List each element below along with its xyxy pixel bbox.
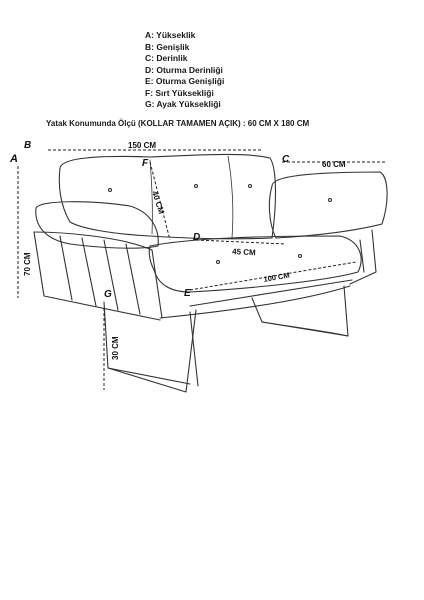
seat-depth-line <box>195 239 287 245</box>
marker-e: E <box>184 288 191 299</box>
bed-position-note: Yatak Konumunda Ölçü (KOLLAR TAMAMEN AÇI… <box>46 119 310 128</box>
marker-c: C <box>282 154 290 165</box>
marker-b: B <box>24 140 31 151</box>
marker-d: D <box>193 232 200 243</box>
height-value: 70 CM <box>23 252 32 276</box>
leg-height-value: 30 CM <box>111 336 120 360</box>
legend-item-leg-height: G: Ayak Yüksekliği <box>145 99 221 109</box>
width-value: 150 CM <box>128 141 156 150</box>
back-height-line <box>149 161 171 241</box>
dimension-lines <box>17 149 386 390</box>
dimension-legend: A: Yükseklik B: Genişlik C: Derinlik D: … <box>145 30 224 111</box>
legend-item-width: B: Genişlik <box>145 41 190 52</box>
marker-g: G <box>104 289 112 300</box>
legend-item-height: A: Yükseklik <box>145 30 196 40</box>
marker-f: F <box>142 158 149 169</box>
seat-width-line <box>189 261 357 291</box>
seat-width-value: 100 CM <box>263 271 290 284</box>
legend-item-seat-depth: D: Oturma Derinliği <box>145 64 223 75</box>
legend-item-back-height: F: Sırt Yüksekliği <box>145 87 214 98</box>
sofa-illustration <box>33 153 388 393</box>
depth-value: 60 CM <box>322 160 346 169</box>
marker-a: A <box>9 153 18 165</box>
legend-item-depth: C: Derinlik <box>145 53 188 63</box>
legend-item-seat-width: E: Oturma Genişliği <box>145 76 225 86</box>
seat-depth-value: 45 CM <box>232 247 256 257</box>
